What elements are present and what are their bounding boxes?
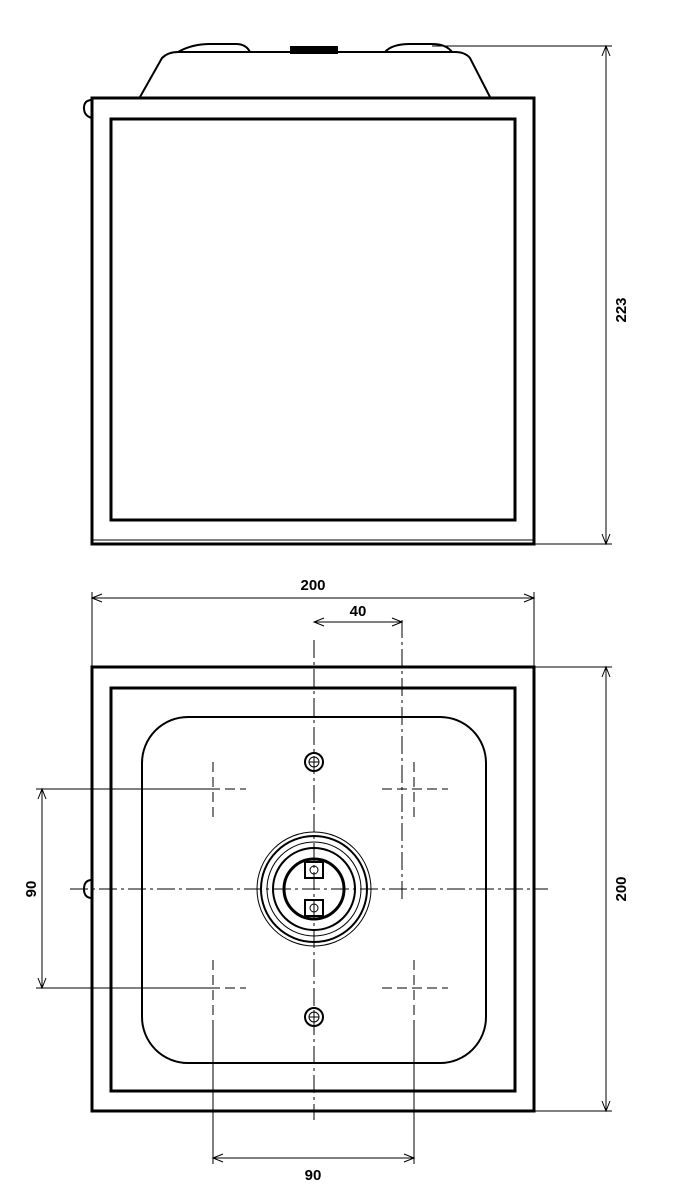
side-view-cap [139,51,491,98]
side-view-cap-bump-right [384,43,453,53]
dimension-vertical-pitch: 90 [23,787,213,990]
mount-mark-bottom-left [180,960,246,1020]
top-view [70,620,548,1120]
dimension-horizontal-pitch: 90 [211,1020,416,1184]
mount-mark-top-right [382,762,448,820]
dimension-horizontal-pitch-label: 90 [305,1167,322,1184]
mount-mark-top-left [180,762,246,820]
dimension-top-height-label: 200 [613,876,630,901]
dimension-center-spacing-label: 40 [350,603,367,620]
dimension-top-width: 200 [90,577,536,667]
dimension-side-height-label: 223 [613,297,630,322]
side-view-inner-panel [109,117,517,522]
side-view-cap-button [290,46,338,54]
center-connector [256,831,372,947]
dimension-center-spacing: 40 [312,603,404,627]
dimension-top-width-label: 200 [300,577,325,594]
dimension-vertical-pitch-label: 90 [23,881,40,898]
dimension-top-height: 200 [534,665,630,1113]
side-view-body [90,96,536,546]
side-view [82,43,536,546]
side-view-side-knob [82,99,93,119]
screw-top [304,752,324,772]
screw-bottom [304,1007,324,1027]
mount-mark-bottom-right [382,960,448,1020]
dimension-side-height: 223 [432,44,630,546]
side-view-cap-bump-left [177,43,251,53]
